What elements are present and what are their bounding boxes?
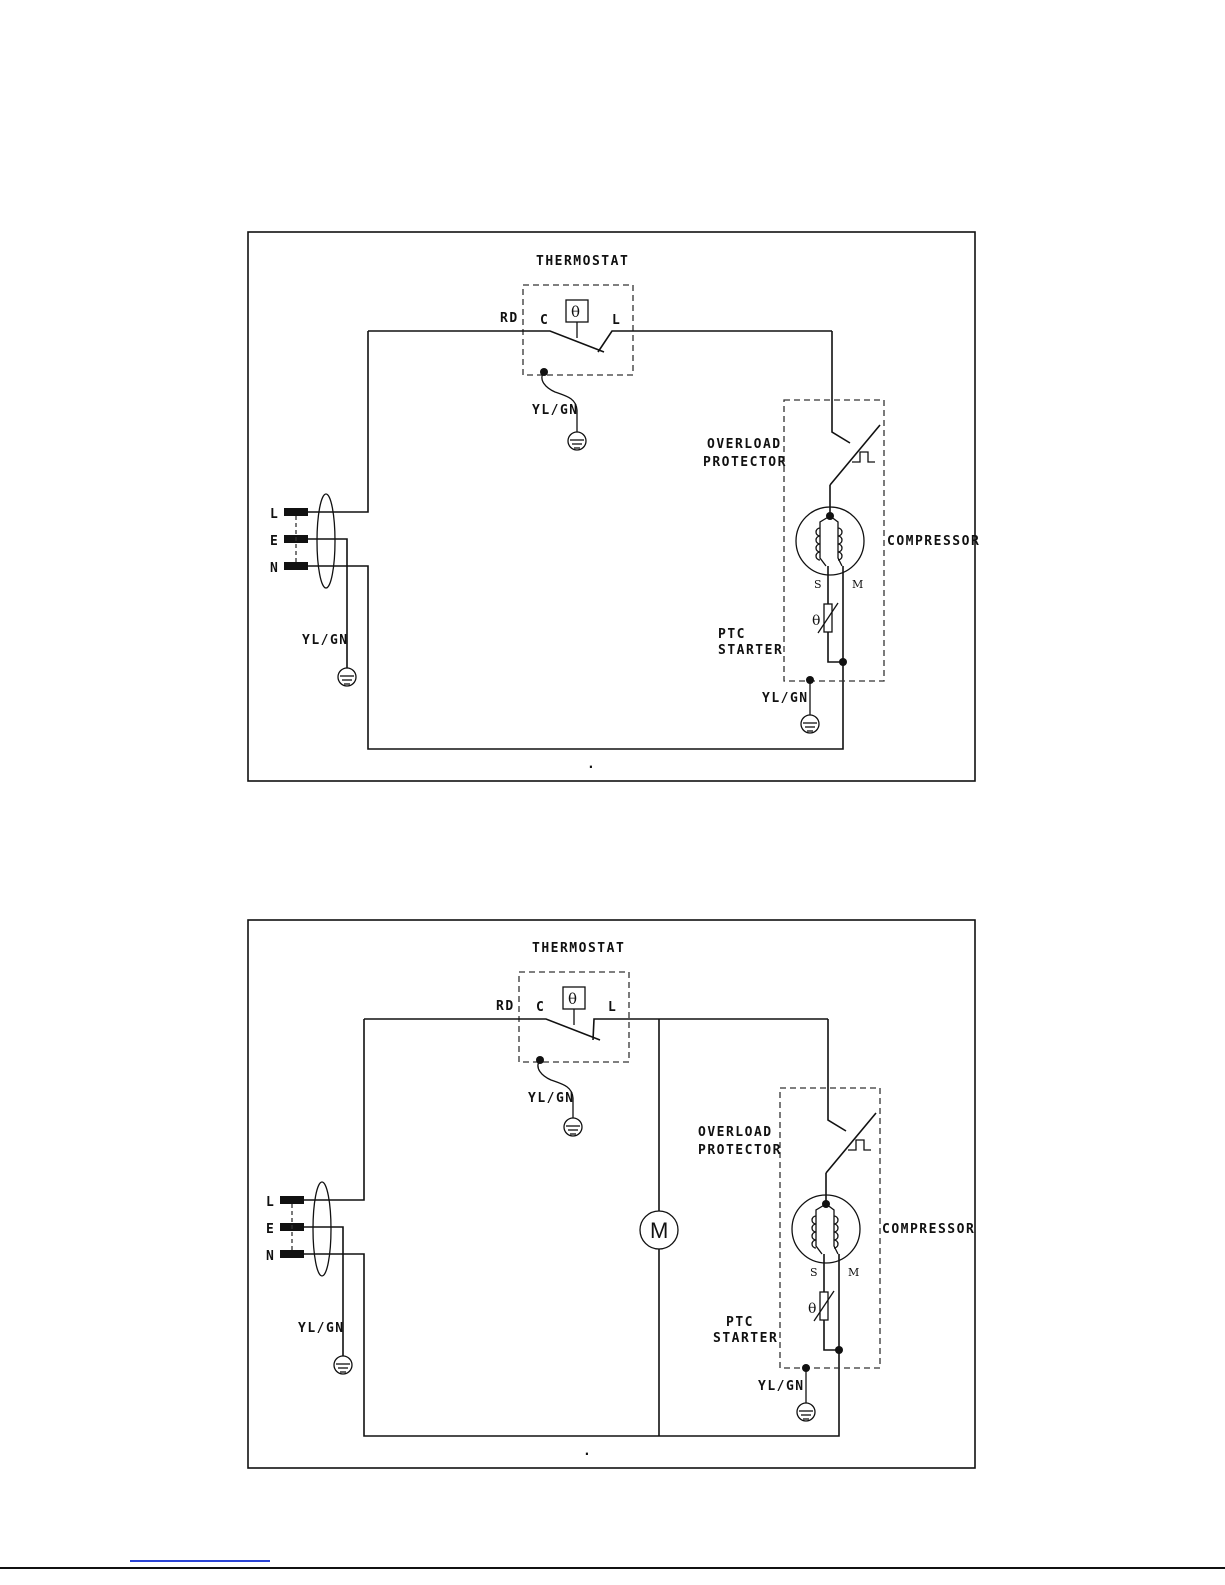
earth-wire (302, 1227, 343, 1356)
live-wire (306, 331, 368, 512)
ptc-label-line2: STARTER (718, 643, 783, 658)
thermostat-switch-blade (368, 331, 604, 352)
ptc-label-line2: STARTER (713, 1331, 778, 1346)
thermostat-switch-blade (364, 1019, 600, 1040)
winding-m-label: M (848, 1266, 859, 1279)
ground-icon (338, 668, 356, 686)
overload-input (828, 1019, 846, 1131)
theta-symbol: θ (568, 990, 577, 1008)
ptc-theta-symbol: θ (808, 1301, 816, 1317)
ptc-label-line1: PTC (718, 627, 746, 642)
live-wire (302, 1019, 364, 1200)
plug-label-l: L (266, 1195, 275, 1210)
winding-s-label: S (810, 1266, 818, 1279)
ground-icon (564, 1118, 582, 1136)
l-terminal-label: L (612, 313, 621, 328)
yl-gn-label: YL/GN (532, 403, 579, 418)
plug-label-l: L (270, 507, 279, 522)
wiring-diagram-1: THERMOSTAT RD C L θ YL/GN L E (248, 232, 980, 781)
compressor-box (784, 400, 884, 681)
earth-lead (538, 1060, 573, 1118)
overload-label-line2: PROTECTOR (703, 455, 787, 470)
ptc-thermal-arrow (814, 1291, 834, 1321)
plug-label-e: E (270, 534, 279, 549)
junction-dot (835, 1346, 843, 1354)
yl-gn-label: YL/GN (298, 1321, 345, 1336)
plug-label-n: N (266, 1249, 275, 1264)
thermostat-label: THERMOSTAT (536, 254, 629, 269)
compressor-label: COMPRESSOR (887, 534, 980, 549)
l-terminal-label: L (608, 1000, 617, 1015)
yl-gn-label: YL/GN (302, 633, 349, 648)
ptc-thermal-arrow (818, 603, 838, 633)
compressor-motor-icon (796, 507, 864, 575)
ptc-lead-bottom (828, 632, 843, 662)
thermostat-switch-contact (593, 1019, 828, 1040)
ptc-label-line1: PTC (726, 1315, 754, 1330)
compressor-label: COMPRESSOR (882, 1222, 975, 1237)
ground-icon (797, 1403, 815, 1421)
wiring-diagram-2: THERMOSTAT RD C L θ YL/GN L E N YL/GN (248, 920, 975, 1468)
rd-label: RD (500, 311, 519, 326)
overload-input (832, 331, 850, 443)
theta-symbol: θ (571, 303, 580, 321)
ground-icon (334, 1356, 352, 1374)
thermostat-label: THERMOSTAT (532, 941, 625, 956)
bottom-mark: . (587, 757, 596, 772)
compressor-box (780, 1088, 880, 1368)
footer-rule (0, 1567, 1225, 1569)
ground-icon (568, 432, 586, 450)
overload-protector-switch (830, 425, 880, 485)
footer-link-underline[interactable] (130, 1560, 270, 1562)
overload-protector-switch (826, 1113, 876, 1173)
yl-gn-label: YL/GN (528, 1091, 575, 1106)
c-terminal-label: C (540, 313, 549, 328)
yl-gn-label: YL/GN (762, 691, 809, 706)
earth-lead (542, 372, 577, 432)
compressor-motor-icon (792, 1195, 860, 1263)
overload-label-line1: OVERLOAD (707, 437, 782, 452)
power-plug (284, 494, 335, 588)
junction-dot (839, 658, 847, 666)
ground-icon (801, 715, 819, 733)
winding-m-label: M (852, 578, 863, 591)
thermostat-box (523, 285, 633, 375)
yl-gn-label: YL/GN (758, 1379, 805, 1394)
fan-motor-label: M (650, 1218, 668, 1243)
earth-wire (306, 539, 347, 668)
overload-label-line1: OVERLOAD (698, 1125, 773, 1140)
power-plug (280, 1182, 331, 1276)
ptc-lead-bottom (824, 1320, 839, 1350)
plug-label-n: N (270, 561, 279, 576)
ptc-theta-symbol: θ (812, 613, 820, 629)
rd-label: RD (496, 999, 515, 1014)
bottom-mark: . (583, 1444, 592, 1459)
winding-s-label: S (814, 578, 822, 591)
overload-label-line2: PROTECTOR (698, 1143, 782, 1158)
plug-label-e: E (266, 1222, 275, 1237)
c-terminal-label: C (536, 1000, 545, 1015)
